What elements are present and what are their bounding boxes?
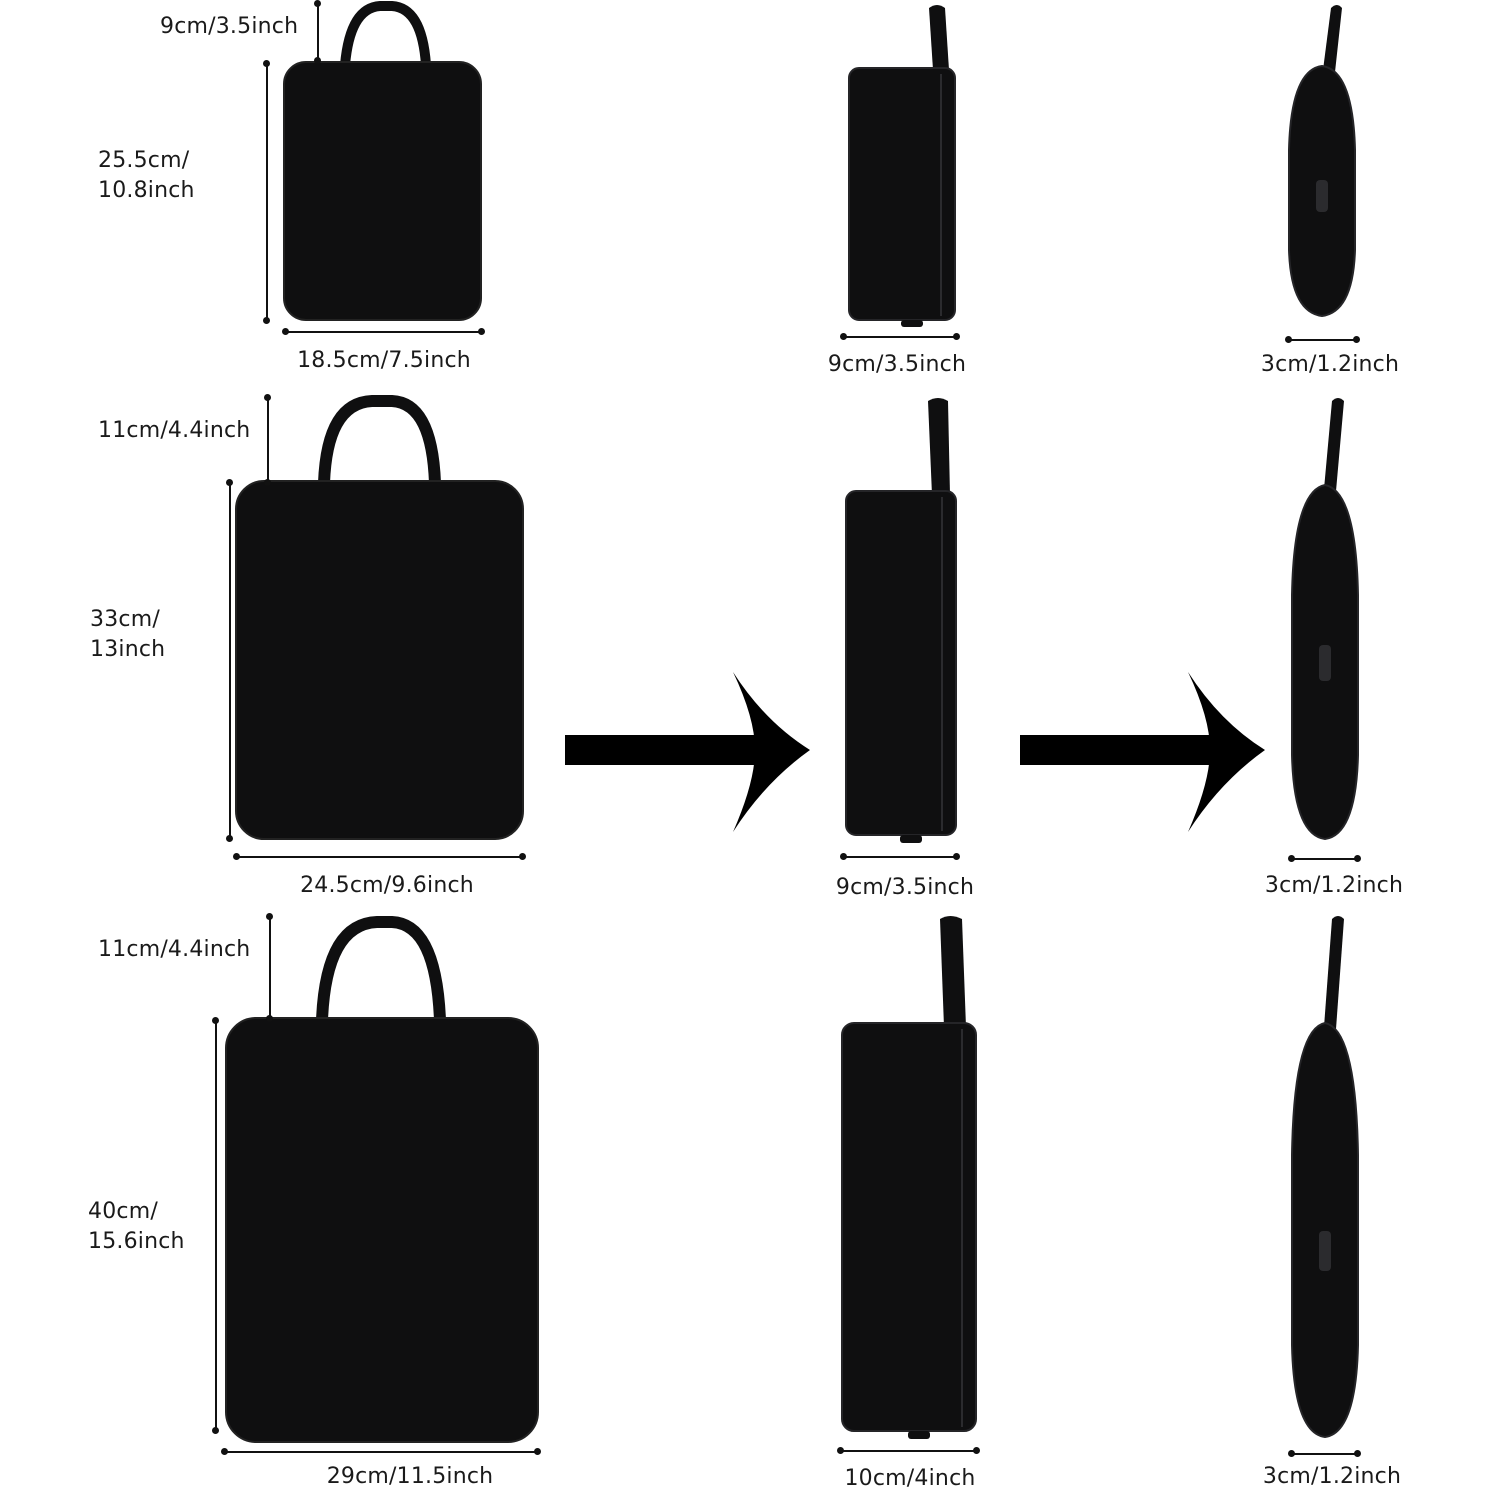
medium-bag-side	[845, 398, 957, 843]
medium-height-label: 33cm/ 13inch	[90, 607, 166, 662]
small-side-label: 9cm/3.5inch	[827, 352, 967, 377]
small-bag-front	[283, 1, 482, 321]
small-compressed-label: 3cm/1.2inch	[1260, 352, 1400, 377]
medium-compressed-label: 3cm/1.2inch	[1264, 873, 1404, 898]
small-side-dim-line	[843, 336, 956, 338]
large-bag-front	[225, 916, 539, 1443]
medium-side-dim-line	[843, 856, 956, 858]
medium-height-dim-line	[229, 482, 231, 838]
medium-bag-front	[235, 395, 524, 840]
large-height-dim-line	[215, 1020, 217, 1430]
large-bag-side	[841, 916, 977, 1439]
small-handle-label: 9cm/3.5inch	[160, 14, 299, 39]
right-arrow-icon	[1020, 672, 1265, 832]
small-handle-dim-line	[317, 2, 319, 60]
medium-width-label: 24.5cm/9.6inch	[300, 873, 474, 898]
large-bag-compressed	[1291, 916, 1359, 1439]
large-height-label: 40cm/ 15.6inch	[88, 1199, 185, 1254]
medium-side-label: 9cm/3.5inch	[835, 875, 975, 900]
large-side-label: 10cm/4inch	[844, 1466, 976, 1491]
large-compressed-dim-line	[1291, 1453, 1357, 1455]
small-compressed-dim-line	[1288, 339, 1356, 341]
large-side-dim-line	[840, 1450, 976, 1452]
large-handle-label: 11cm/4.4inch	[98, 937, 251, 962]
small-width-label: 18.5cm/7.5inch	[297, 348, 471, 373]
small-bag-compressed	[1288, 5, 1356, 318]
small-width-dim-line	[285, 331, 481, 333]
medium-compressed-dim-line	[1291, 858, 1357, 860]
medium-handle-dim-line	[267, 397, 269, 482]
medium-width-dim-line	[236, 856, 522, 858]
large-width-label: 29cm/11.5inch	[326, 1464, 494, 1489]
medium-bag-compressed	[1291, 398, 1359, 841]
large-compressed-label: 3cm/1.2inch	[1262, 1464, 1402, 1489]
small-bag-side	[848, 5, 956, 327]
right-arrow-icon	[565, 672, 810, 832]
large-width-dim-line	[224, 1451, 537, 1453]
small-height-dim-line	[266, 63, 268, 320]
large-handle-dim-line	[269, 916, 271, 1018]
small-height-label: 25.5cm/ 10.8inch	[98, 148, 195, 203]
medium-handle-label: 11cm/4.4inch	[98, 418, 251, 443]
